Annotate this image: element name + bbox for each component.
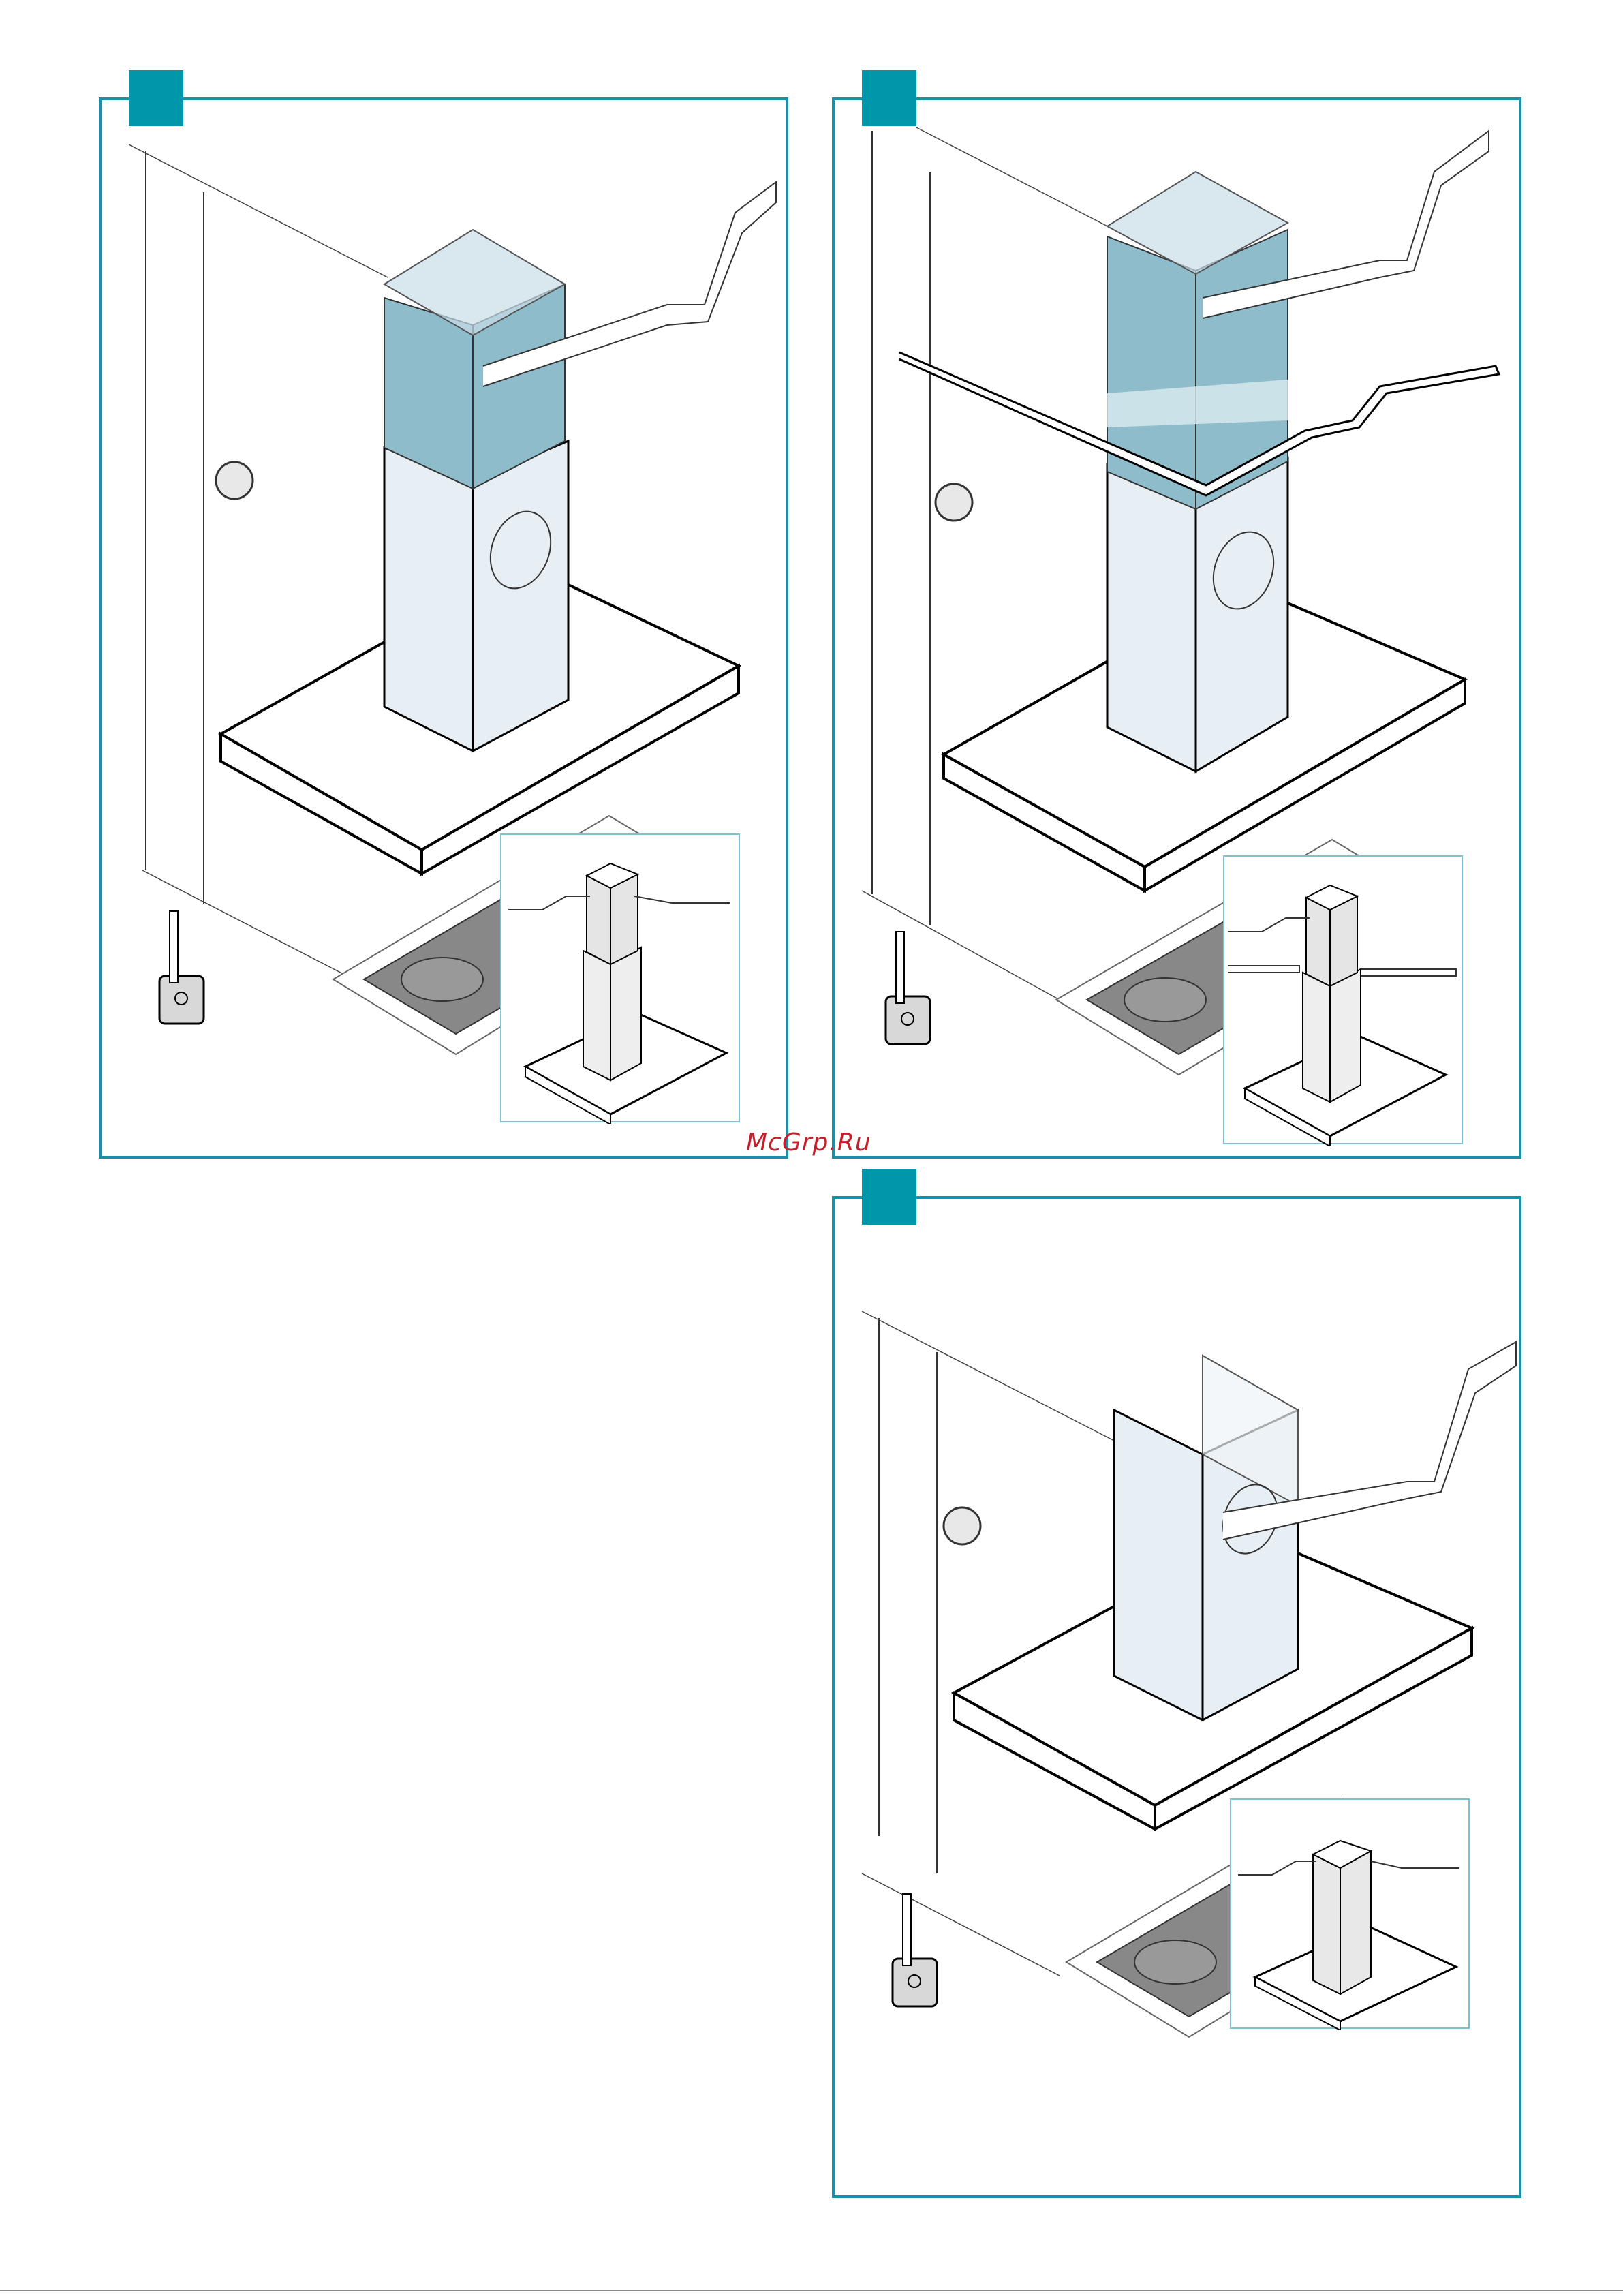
inset-illustration — [1224, 857, 1464, 1146]
step-panel-3 — [832, 1196, 1521, 2198]
inset-illustration — [501, 835, 741, 1124]
step-panel-1 — [99, 97, 788, 1159]
detail-inset — [500, 833, 740, 1122]
step-panel-2 — [832, 97, 1521, 1159]
inset-illustration — [1231, 1800, 1471, 2030]
watermark: McGrp.Ru — [746, 1129, 871, 1157]
hood-installation-illustration — [835, 1199, 1524, 2201]
detail-inset — [1230, 1798, 1470, 2029]
page-bottom-rule — [0, 2290, 1623, 2291]
detail-inset — [1223, 855, 1463, 1144]
